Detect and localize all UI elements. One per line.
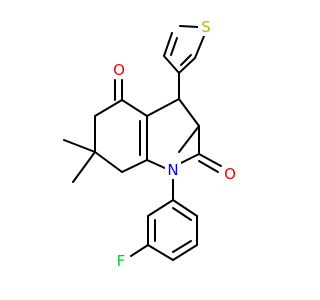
atom-nitrogen-ring: N [165, 161, 181, 179]
bond [121, 99, 148, 117]
atom-oxygen-lactam: O [222, 165, 238, 183]
bond [146, 98, 180, 117]
atom-label: F [117, 252, 126, 270]
atom-labels: O S O N F [111, 18, 238, 270]
label-background [111, 61, 127, 79]
bond [147, 199, 174, 217]
bond [198, 153, 222, 167]
bond [172, 240, 192, 253]
bond [72, 151, 96, 183]
bond [172, 244, 198, 261]
bond [178, 98, 200, 127]
bond [94, 99, 123, 117]
atom-oxygen-ketone: O [111, 61, 127, 79]
bond [178, 57, 196, 74]
bond [63, 139, 96, 153]
atom-sulfur-thiophene: S [198, 18, 214, 36]
label-background [113, 252, 129, 270]
bond [163, 55, 180, 74]
bond [163, 32, 173, 57]
bond [194, 35, 205, 59]
bond [147, 244, 174, 261]
molecule-structure: O S O N F [63, 18, 238, 270]
bond [170, 37, 178, 56]
atom-fluorine: F [113, 252, 129, 270]
label-background [198, 18, 214, 36]
bond [180, 54, 192, 66]
atom-label: S [201, 18, 211, 36]
bond [172, 207, 192, 221]
atom-label: O [113, 61, 125, 79]
label-background [165, 161, 181, 179]
bond [179, 25, 199, 28]
bond [130, 244, 149, 257]
label-background [222, 165, 238, 183]
bond [146, 159, 168, 170]
bonds [63, 25, 222, 261]
bond [178, 125, 200, 153]
bond [121, 159, 148, 173]
bond [178, 153, 200, 165]
bond [198, 160, 219, 173]
bond [172, 199, 198, 217]
atom-label: N [167, 161, 178, 179]
bond [94, 151, 123, 173]
molecule-diagram: O S O N F [63, 18, 238, 270]
atom-label: O [224, 165, 236, 183]
